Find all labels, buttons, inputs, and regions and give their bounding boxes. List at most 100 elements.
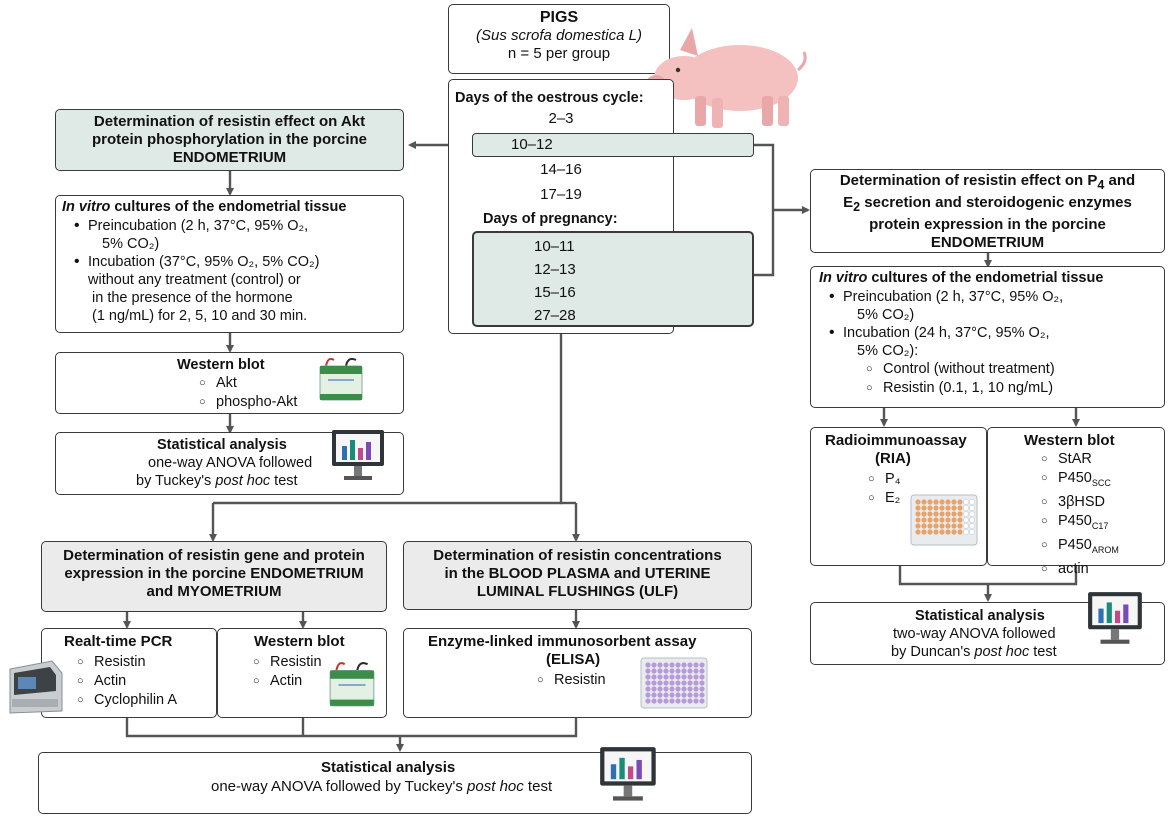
bottom-stat-line: one-way ANOVA followed by Tuckey's post … [211, 778, 552, 796]
title-text: E [843, 194, 854, 211]
steroid-title-line: E2 secretion and steroidogenic enzymes [811, 194, 1164, 216]
gene-title-line: expression in the porcine ENDOMETRIUM [64, 565, 364, 582]
conc-title-line: Determination of resistin concentrations [433, 547, 722, 564]
pcr-item: Actin [74, 672, 177, 691]
monitor-chart-icon [332, 430, 384, 480]
steroid-western-blot-box: Western blot StAR P450SCC 3βHSD P450C17 … [987, 427, 1165, 579]
pregnancy-heading: Days of pregnancy: [483, 211, 618, 227]
monitor-chart-icon [1088, 592, 1142, 644]
pcr-item: Cyclophilin A [74, 691, 177, 710]
title-sub: 2 [853, 200, 861, 214]
steroid-title-line: protein expression in the porcine [869, 216, 1106, 233]
akt-title-line: ENDOMETRIUM [172, 149, 287, 166]
steroid-wb-item: P450SCC [1038, 469, 1119, 493]
pregnancy-day: 15–16 [534, 284, 576, 301]
conc-title-line: in the BLOOD PLASMA and UTERINE [444, 565, 711, 582]
steroid-wb-item: P450C17 [1038, 512, 1119, 536]
steroid-culture-title: In vitro cultures of the endometrial tis… [819, 269, 1164, 287]
inc-line: Incubation (37°C, 95% O₂, 5% CO₂) [88, 254, 320, 270]
gene-title-box: Determination of resistin gene and prote… [41, 541, 387, 612]
gene-wb-title: Western blot [254, 633, 345, 650]
cycle-day: 10–12 [511, 136, 553, 153]
conc-title-line: LUMINAL FLUSHINGS (ULF) [476, 583, 679, 600]
inc-line: in the presence of the hormone [92, 290, 293, 306]
gene-wb-item: Actin [250, 672, 322, 691]
akt-culture-box: In vitro cultures of the endometrial tis… [55, 195, 404, 333]
pre-line: 5% CO₂) [857, 307, 915, 323]
gene-title-line: and MYOMETRIUM [146, 583, 282, 600]
cycle-day-highlight: 10–12 [472, 133, 754, 157]
pre-line: Preincubation (2 h, 37°C, 95% O₂, [88, 218, 309, 234]
steroid-wb-item: P450AROM [1038, 536, 1119, 560]
pregnancy-day: 27–28 [534, 307, 576, 324]
inc-line: (1 ng/mL) for 2, 5, 10 and 30 min. [92, 308, 308, 324]
pcr-machine-icon [9, 660, 63, 714]
pigs-title: PIGS [539, 9, 579, 26]
ria-title: Radioimmunoassay [825, 432, 967, 449]
western-blot-tank-icon [319, 357, 363, 401]
akt-stat-title: Statistical analysis [157, 437, 287, 453]
akt-title-line: protein phosphorylation in the porcine [91, 131, 367, 148]
oestrous-heading: Days of the oestrous cycle: [455, 90, 644, 106]
culture-title-rest: cultures of the endometrial tissue [867, 270, 1104, 286]
stat-text: test [270, 473, 298, 489]
akt-wb-item: phospho-Akt [196, 393, 297, 412]
inc-line: 5% CO₂): [857, 343, 919, 359]
well-plate-icon [640, 657, 708, 709]
stat-italic: post hoc [467, 778, 524, 795]
akt-stat-line2: by Tuckey's post hoc test [136, 473, 298, 491]
culture-title-italic: In vitro [62, 199, 111, 215]
akt-wb-item: Akt [196, 374, 297, 393]
steroid-wb-title: Western blot [1024, 432, 1115, 449]
stat-text: test [523, 778, 553, 795]
stat-italic: post hoc [215, 473, 271, 489]
elisa-item: Resistin [534, 671, 606, 690]
incubation-subitem: Control (without treatment) [863, 360, 1164, 379]
pcr-box: Realt-time PCR Resistin Actin Cyclophili… [41, 628, 217, 718]
steroid-stat-line1: two-way ANOVA followed [893, 626, 1056, 642]
pcr-title: Realt-time PCR [64, 633, 173, 650]
inc-line: without any treatment (control) or [88, 272, 301, 288]
akt-title-box: Determination of resistin effect on Akt … [55, 109, 404, 171]
pigs-n: n = 5 per group [507, 44, 611, 62]
steroid-stat-line2: by Duncan's post hoc test [891, 644, 1057, 662]
stat-italic: post hoc [974, 644, 1030, 660]
stat-text: one-way ANOVA followed by Tuckey's [211, 778, 468, 795]
pre-line: Preincubation (2 h, 37°C, 95% O₂, [843, 289, 1064, 305]
culture-title-italic: In vitro [819, 270, 868, 286]
preincubation-item: Preincubation (2 h, 37°C, 95% O₂, 5% CO₂) [74, 217, 403, 253]
akt-stat-line1: one-way ANOVA followed [148, 455, 313, 471]
well-plate-icon [910, 494, 978, 546]
steroid-wb-item: actin [1038, 560, 1119, 579]
pregnancy-days-highlight: 10–11 12–13 15–16 27–28 [472, 231, 754, 327]
stat-text: by Duncan's [891, 644, 975, 660]
cycle-day: 2–3 [548, 110, 574, 127]
pigs-latin: (Sus scrofa domestica L) [476, 27, 642, 44]
title-sub: 4 [1097, 178, 1105, 192]
pregnancy-day: 12–13 [534, 261, 576, 278]
steroid-title-line: Determination of resistin effect on P4 a… [811, 172, 1164, 194]
elisa-title: (ELISA) [546, 651, 601, 668]
ria-item: E₂ [865, 489, 901, 508]
stat-text: by Tuckey's [136, 473, 216, 489]
stat-text: test [1029, 644, 1057, 660]
title-text: and [1104, 172, 1136, 189]
ria-item: P₄ [865, 470, 901, 489]
preincubation-item: Preincubation (2 h, 37°C, 95% O₂, 5% CO₂) [829, 288, 1164, 324]
bottom-stat-title: Statistical analysis [321, 759, 456, 776]
western-blot-tank-icon [329, 662, 375, 707]
steroid-stat-title: Statistical analysis [915, 608, 1045, 624]
steroid-culture-box: In vitro cultures of the endometrial tis… [810, 266, 1165, 408]
elisa-title: Enzyme-linked immunosorbent assay [428, 633, 697, 650]
title-text: secretion and steroidogenic enzymes [860, 194, 1132, 211]
monitor-chart-icon [600, 747, 656, 801]
incubation-item: Incubation (24 h, 37°C, 95% O₂,5% CO₂): [829, 324, 1164, 360]
pre-line: 5% CO₂) [102, 236, 160, 252]
pigs-box: PIGS (Sus scrofa domestica L) n = 5 per … [448, 4, 670, 74]
akt-wb-title: Western blot [177, 357, 265, 373]
gene-wb-item: Resistin [250, 653, 322, 672]
ria-title: (RIA) [875, 450, 911, 467]
culture-title-rest: cultures of the endometrial tissue [110, 199, 347, 215]
pregnancy-day: 10–11 [534, 238, 575, 255]
gene-title-line: Determination of resistin gene and prote… [63, 547, 365, 564]
